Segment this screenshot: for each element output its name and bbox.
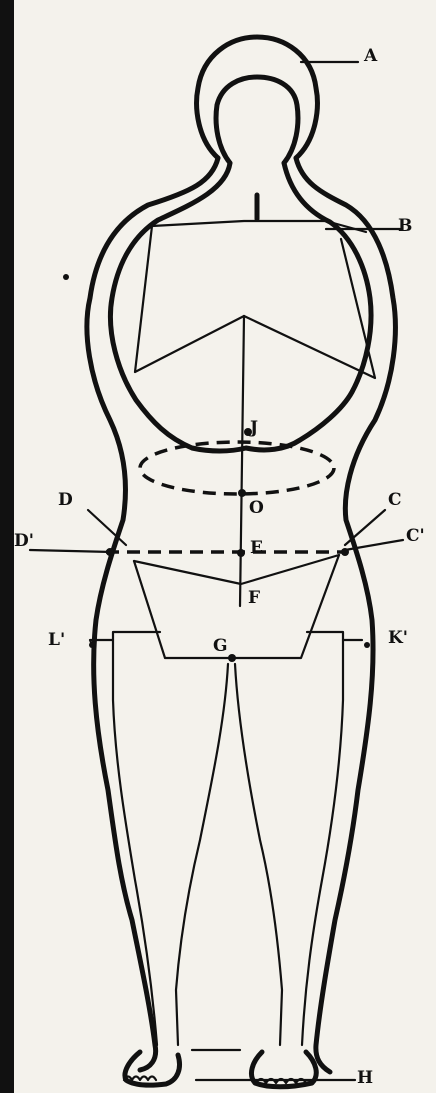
thigh-bar-right — [307, 632, 362, 640]
head-inner-outline — [216, 77, 298, 163]
label-c-prime: C' — [406, 528, 425, 545]
point-l-prime — [89, 642, 95, 648]
point-g — [228, 654, 236, 662]
label-j: J — [250, 420, 258, 437]
label-o: O — [249, 500, 264, 517]
label-g: G — [213, 638, 228, 655]
point-c-prime — [341, 548, 349, 556]
stray-dot — [63, 274, 69, 280]
point-e — [237, 549, 245, 557]
label-h: H — [357, 1070, 373, 1087]
label-k-prime: K' — [388, 630, 408, 647]
pubic-outline — [134, 555, 339, 658]
label-c: C — [388, 492, 402, 509]
point-d-prime — [106, 548, 114, 556]
right-leg-inner — [235, 664, 282, 1045]
label-e: E — [250, 540, 263, 557]
point-k-prime — [364, 642, 370, 648]
leader-d-prime — [30, 550, 112, 552]
body-outline-right — [296, 158, 395, 1072]
label-d-prime: D' — [14, 533, 34, 550]
midline — [240, 316, 244, 606]
left-leg-inner — [176, 664, 228, 1045]
label-d: D — [58, 492, 73, 509]
label-l-prime: L' — [48, 632, 65, 649]
head-outer-outline — [197, 37, 318, 158]
point-o — [238, 489, 246, 497]
right-forearm — [244, 239, 375, 378]
left-leg-outer — [113, 640, 157, 1045]
label-b: B — [398, 218, 412, 235]
thigh-bar — [90, 632, 160, 645]
pelvis-line — [134, 555, 339, 584]
left-forearm — [135, 226, 244, 372]
label-a: A — [364, 48, 377, 65]
label-f: F — [248, 590, 260, 607]
body-outline-left — [87, 158, 218, 1070]
